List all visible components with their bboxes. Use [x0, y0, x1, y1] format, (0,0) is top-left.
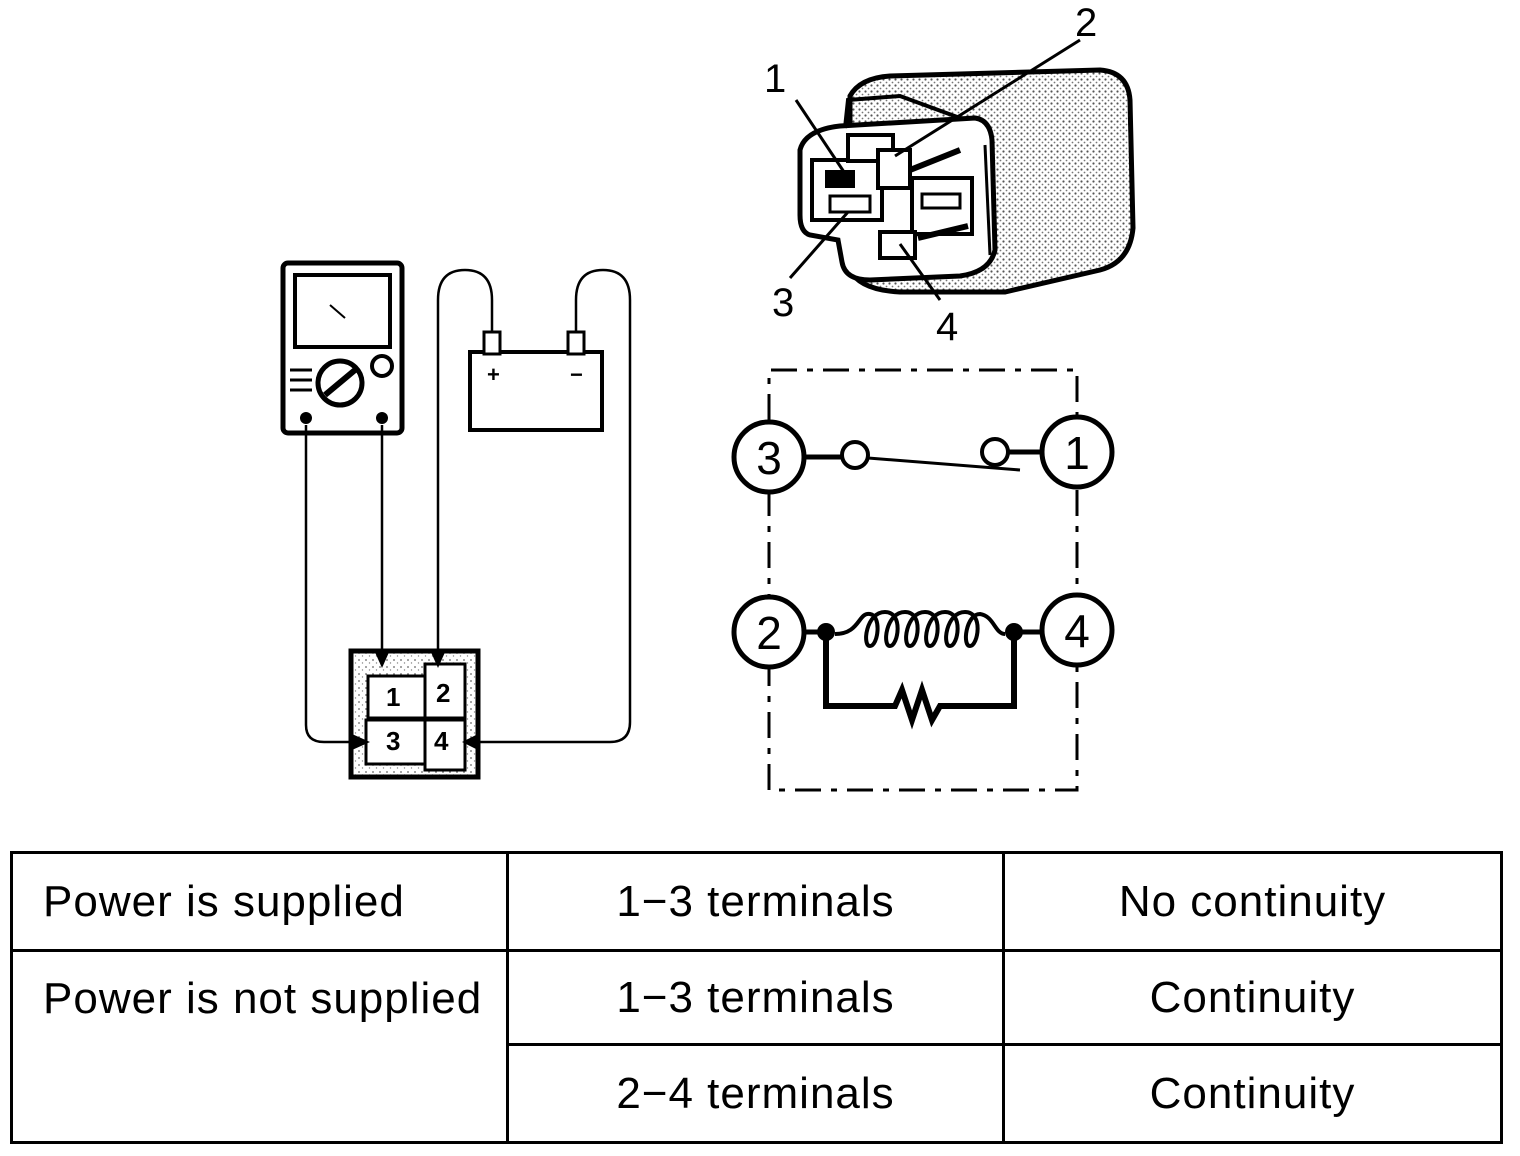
wire-meter-left	[304, 425, 354, 744]
connector-pin-4: 4	[434, 726, 449, 756]
coil-icon	[834, 609, 1006, 649]
battery-negative-label: −	[570, 362, 583, 387]
schematic-terminal-3	[731, 419, 807, 495]
relay-pin-2-label: 2	[1075, 1, 1097, 45]
result-cell: Continuity	[1002, 1043, 1503, 1144]
connector-pin-1: 1	[386, 682, 400, 712]
battery-positive-label: +	[487, 362, 500, 387]
schematic-housing	[767, 368, 1079, 792]
relay-pin-4-label: 4	[936, 305, 958, 349]
table-row: Power is not supplied 1−3 terminals Cont…	[10, 949, 1503, 1144]
battery-icon: + −	[468, 330, 604, 432]
schematic-terminal-4-label: 4	[1064, 605, 1090, 657]
schematic-terminal-3-label: 3	[756, 432, 782, 484]
relay-schematic: 3 1 2 4	[731, 368, 1115, 792]
relay-test-diagram: 1 2 3 4 + −	[280, 1, 1136, 792]
switch-contact-left	[840, 440, 870, 470]
condition-cell: Power is supplied	[10, 851, 509, 952]
relay-pin-1-label: 1	[764, 57, 786, 101]
continuity-table: Power is supplied 1−3 terminals No conti…	[10, 851, 1503, 1144]
table-row: Power is supplied 1−3 terminals No conti…	[10, 851, 1503, 952]
schematic-terminal-2	[731, 594, 807, 670]
schematic-terminal-2-label: 2	[756, 607, 782, 659]
table-row: 2−4 terminals Continuity	[12, 1043, 1503, 1144]
schematic-terminal-4	[1039, 592, 1115, 668]
result-cell: No continuity	[1002, 851, 1503, 952]
switch-contact-right	[980, 437, 1010, 467]
relay-illustration: 1 2 3 4	[764, 1, 1136, 349]
test-wires	[304, 268, 632, 744]
wire-battery-positive	[436, 268, 494, 650]
schematic-terminal-1	[1039, 414, 1115, 490]
connector-pin-3: 3	[386, 726, 400, 756]
wire-battery-negative	[478, 268, 632, 744]
terminals-cell: 2−4 terminals	[506, 1043, 1005, 1144]
terminals-cell: 1−3 terminals	[506, 851, 1005, 952]
connector-pin-2: 2	[436, 678, 450, 708]
resistor-icon	[823, 632, 1017, 730]
terminals-cell: 1−3 terminals	[506, 949, 1005, 1046]
schematic-terminal-1-label: 1	[1064, 427, 1090, 479]
condition-cell: Power is not supplied	[10, 949, 509, 1144]
switch-arm	[867, 456, 1021, 472]
relay-connector: 1 2 3 4	[348, 648, 481, 780]
relay-pin-3-label: 3	[772, 281, 794, 325]
result-cell: Continuity	[1002, 949, 1503, 1046]
ohmmeter-icon	[280, 260, 405, 436]
